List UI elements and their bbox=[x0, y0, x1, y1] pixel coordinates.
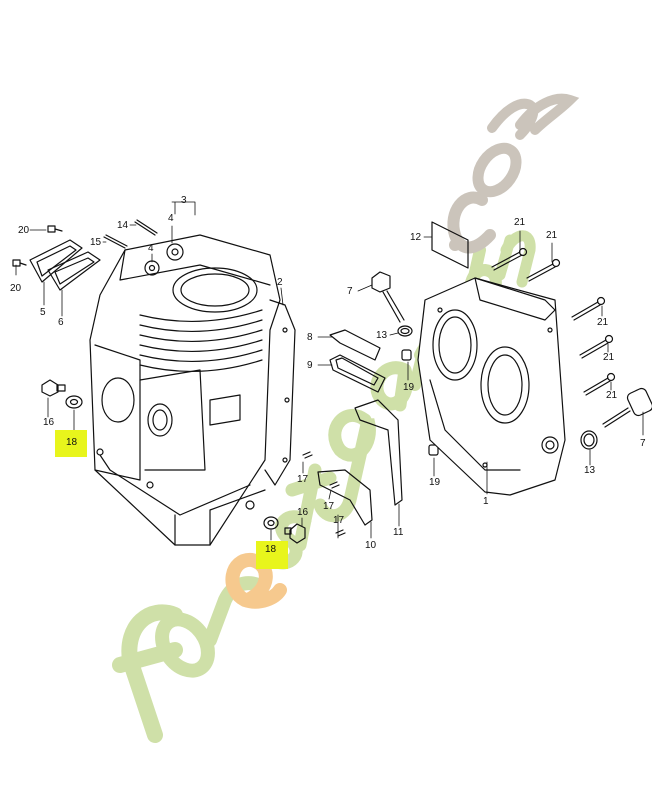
callout-13a[interactable]: 13 bbox=[376, 330, 388, 341]
leader-lines bbox=[15, 201, 644, 541]
callout-18a[interactable]: 18 bbox=[66, 437, 78, 448]
o-ring-drawing bbox=[397, 325, 598, 450]
id-plate-drawing bbox=[431, 221, 469, 269]
breather-cover-drawing bbox=[29, 239, 101, 291]
callout-14[interactable]: 14 bbox=[117, 220, 129, 231]
callout-17b[interactable]: 17 bbox=[323, 501, 335, 512]
callout-15[interactable]: 15 bbox=[90, 237, 102, 248]
callout-20a[interactable]: 20 bbox=[18, 225, 30, 236]
callout-3[interactable]: 3 bbox=[181, 195, 187, 206]
drain-plug-right-drawing bbox=[263, 516, 306, 544]
callout-4a[interactable]: 4 bbox=[168, 213, 174, 224]
drain-plug-left-drawing bbox=[41, 379, 83, 409]
callout-1[interactable]: 1 bbox=[483, 496, 489, 507]
dowel-pin-drawing bbox=[401, 349, 439, 456]
callout-21d[interactable]: 21 bbox=[603, 352, 615, 363]
callout-17c[interactable]: 17 bbox=[333, 515, 345, 526]
callout-19a[interactable]: 19 bbox=[403, 382, 415, 393]
callout-7a[interactable]: 7 bbox=[347, 286, 353, 297]
callout-16a[interactable]: 16 bbox=[43, 417, 55, 428]
callout-21c[interactable]: 21 bbox=[597, 317, 609, 328]
breather-plate-drawing bbox=[329, 329, 386, 393]
callout-20b[interactable]: 20 bbox=[10, 283, 22, 294]
callout-5[interactable]: 5 bbox=[40, 307, 46, 318]
callout-2[interactable]: 2 bbox=[277, 277, 283, 288]
callout-17a[interactable]: 17 bbox=[297, 474, 309, 485]
oil-cap-top-drawing bbox=[371, 271, 405, 323]
callout-7b[interactable]: 7 bbox=[640, 438, 646, 449]
callout-9[interactable]: 9 bbox=[307, 360, 313, 371]
callout-4b[interactable]: 4 bbox=[148, 243, 154, 254]
crankcase-cover-drawing bbox=[417, 277, 566, 496]
callout-16b[interactable]: 16 bbox=[297, 507, 309, 518]
callout-19b[interactable]: 19 bbox=[429, 477, 441, 488]
flange-bolts-drawing bbox=[491, 247, 616, 396]
bolt-20-drawing bbox=[12, 225, 63, 267]
callout-21a[interactable]: 21 bbox=[514, 217, 526, 228]
highlight-box-18-right bbox=[256, 541, 288, 569]
callout-8[interactable]: 8 bbox=[307, 332, 313, 343]
cylinder-block-drawing bbox=[89, 234, 281, 546]
oil-cap-right-drawing bbox=[602, 387, 652, 428]
callout-21b[interactable]: 21 bbox=[546, 230, 558, 241]
callout-13b[interactable]: 13 bbox=[584, 465, 596, 476]
callout-12[interactable]: 12 bbox=[410, 232, 422, 243]
callout-21e[interactable]: 21 bbox=[606, 390, 618, 401]
stud-bolt-drawing bbox=[103, 219, 158, 249]
callout-18b[interactable]: 18 bbox=[265, 544, 277, 555]
highlight-box-18-left bbox=[55, 430, 87, 457]
callout-10[interactable]: 10 bbox=[365, 540, 377, 551]
callout-6[interactable]: 6 bbox=[58, 317, 64, 328]
guide-plates-drawing bbox=[302, 399, 403, 537]
callout-11[interactable]: 11 bbox=[393, 527, 404, 538]
